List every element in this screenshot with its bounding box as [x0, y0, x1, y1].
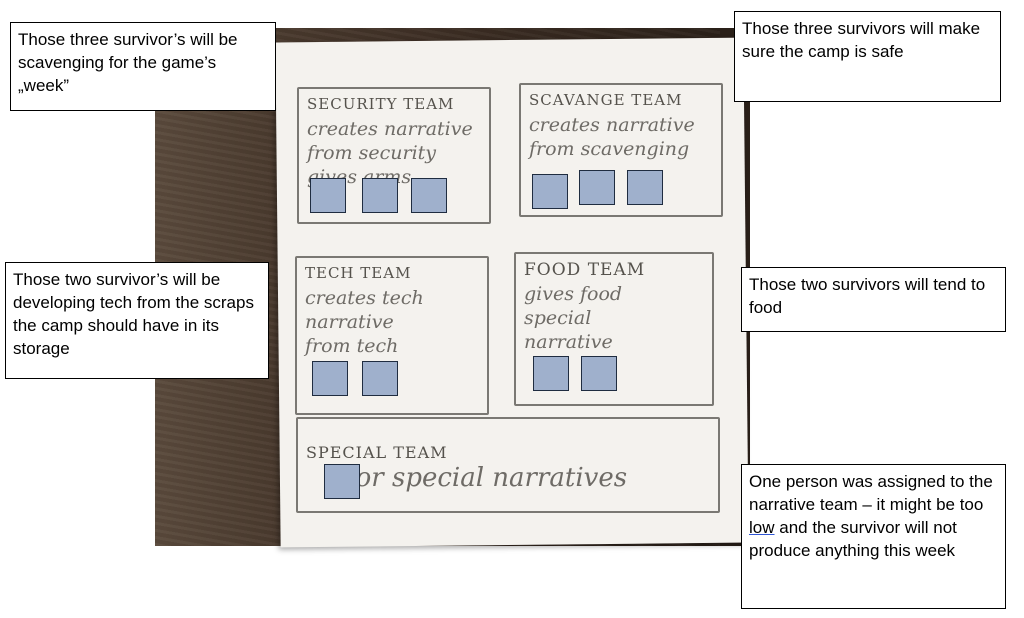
tech-team-title: TECH TEAM	[305, 264, 412, 282]
tech-team-box: TECH TEAM creates tech narrative from te…	[295, 256, 489, 415]
scavenge-slot-3[interactable]	[627, 170, 663, 205]
security-team-title: SECURITY TEAM	[307, 95, 455, 113]
special-team-note: for special narratives	[346, 463, 628, 493]
callout-tech-development: Those two survivor’s will be developing …	[5, 262, 269, 379]
tech-slot-1[interactable]	[312, 361, 348, 396]
security-slot-3[interactable]	[411, 178, 447, 213]
callout-special-text-start: One person was assigned to the narrative…	[749, 472, 993, 514]
food-slot-1[interactable]	[533, 356, 569, 391]
callout-camp-safety: Those three survivors will make sure the…	[734, 11, 1001, 102]
security-team-box: SECURITY TEAM creates narrative from sec…	[297, 87, 491, 224]
scavenge-team-title: SCAVANGE TEAM	[529, 91, 683, 109]
callout-special-narrative: One person was assigned to the narrative…	[741, 464, 1006, 609]
callout-scavenging: Those three survivor’s will be scavengin…	[10, 22, 276, 111]
tech-slot-2[interactable]	[362, 361, 398, 396]
food-team-box: FOOD TEAM gives food special narrative	[514, 252, 714, 406]
special-team-title: SPECIAL TEAM	[306, 443, 448, 462]
security-slot-1[interactable]	[310, 178, 346, 213]
scavenge-team-note: creates narrative from scavenging	[529, 114, 695, 160]
food-slot-2[interactable]	[581, 356, 617, 391]
food-team-title: FOOD TEAM	[524, 260, 646, 280]
food-team-note: gives food special narrative	[524, 283, 623, 353]
security-slot-2[interactable]	[362, 178, 398, 213]
special-team-box: SPECIAL TEAM for special narratives	[296, 417, 720, 513]
special-slot-1[interactable]	[324, 464, 360, 499]
tech-team-note: creates tech narrative from tech	[305, 287, 424, 357]
scavenge-team-box: SCAVANGE TEAM creates narrative from sca…	[519, 83, 723, 217]
callout-special-text-end: and the survivor will not produce anythi…	[749, 518, 957, 560]
scavenge-slot-2[interactable]	[579, 170, 615, 205]
callout-food: Those two survivors will tend to food	[741, 267, 1006, 332]
callout-special-text-underlined: low	[749, 518, 775, 537]
scavenge-slot-1[interactable]	[532, 174, 568, 209]
